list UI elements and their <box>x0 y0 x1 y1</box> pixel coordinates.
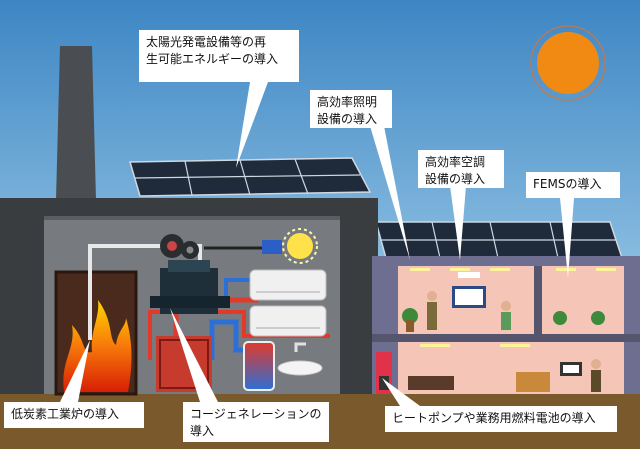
callout-cogeneration-line1: コージェネレーションの <box>190 407 322 421</box>
light-bulb-icon <box>262 228 318 264</box>
aircon-unit <box>249 269 327 337</box>
callout-lighting-line1: 高効率照明 <box>317 95 378 109</box>
cogeneration-engine <box>150 260 230 314</box>
callout-fems: FEMSの導入 <box>526 172 620 198</box>
gear-icon <box>160 234 199 259</box>
office-solar-panels <box>375 221 624 259</box>
callout-lighting: 高効率照明 設備の導入 <box>310 90 392 128</box>
callout-aircon-line2: 設備の導入 <box>425 172 486 186</box>
faucet-icon <box>277 342 323 376</box>
callout-cogeneration-line2: 導入 <box>190 424 215 438</box>
callout-heatpump: ヒートポンプや業務用燃料電池の導入 <box>385 406 617 432</box>
callout-solar-line2: 生可能エネルギーの導入 <box>146 52 279 66</box>
callout-furnace-line1: 低炭素工業炉の導入 <box>11 407 120 421</box>
callout-lighting-line2: 設備の導入 <box>317 112 378 126</box>
office-building <box>372 256 640 394</box>
callout-solar: 太陽光発電設備等の再 生可能エネルギーの導入 <box>139 30 299 82</box>
furnace <box>54 270 138 396</box>
factory-solar-panels <box>129 157 372 197</box>
callout-cogeneration: コージェネレーションの 導入 <box>183 402 329 442</box>
callout-heatpump-line1: ヒートポンプや業務用燃料電池の導入 <box>392 411 596 425</box>
callout-furnace: 低炭素工業炉の導入 <box>4 402 144 428</box>
hot-water-tank <box>243 341 275 391</box>
callout-fems-line1: FEMSの導入 <box>533 177 602 191</box>
callout-aircon-line1: 高効率空調 <box>425 155 486 169</box>
callout-solar-line1: 太陽光発電設備等の再 <box>146 35 267 49</box>
chimney <box>56 46 96 200</box>
sun-icon <box>530 25 606 101</box>
callout-pointers <box>60 82 574 406</box>
callout-aircon: 高効率空調 設備の導入 <box>418 150 504 188</box>
